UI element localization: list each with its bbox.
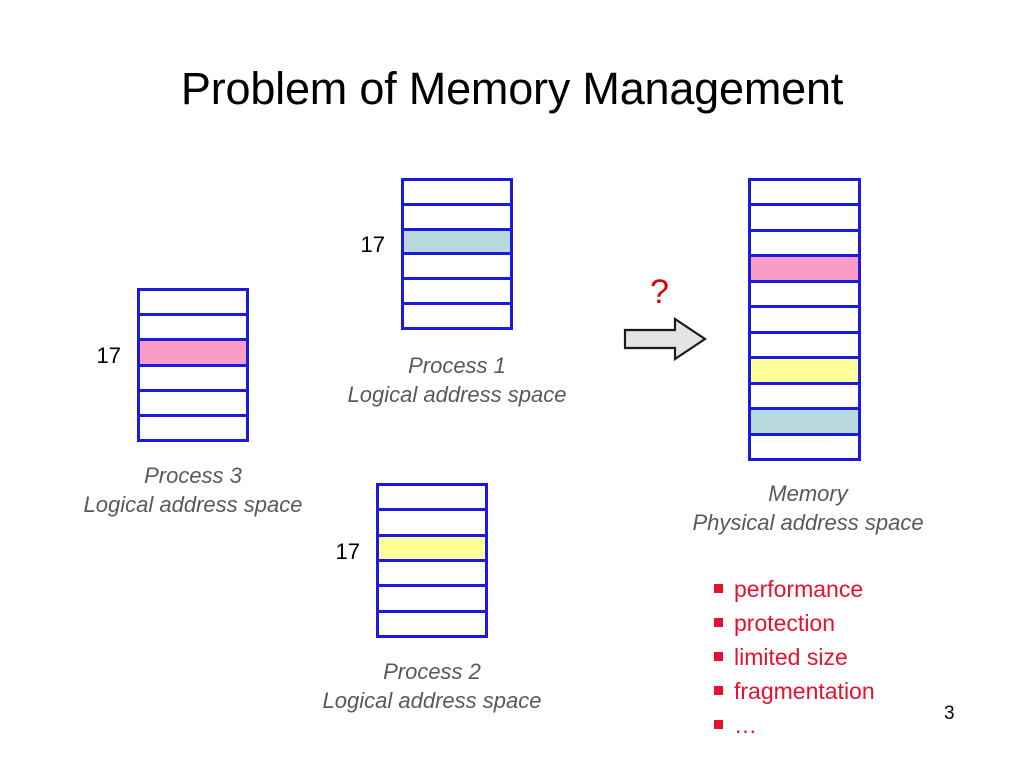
- list-item: fragmentation: [714, 674, 875, 708]
- square-bullet-icon: [714, 652, 723, 661]
- list-item: performance: [714, 572, 875, 606]
- caption-process-3-line1: Process 3: [144, 463, 242, 488]
- right-arrow-icon: [623, 316, 707, 366]
- memory-cell: [140, 391, 246, 417]
- memory-cell: [751, 231, 858, 258]
- caption-memory-line2: Physical address space: [692, 509, 924, 535]
- memory-cell: [404, 305, 510, 327]
- memory-cell: [404, 181, 510, 206]
- caption-memory: Memory Physical address space: [613, 480, 1003, 537]
- memory-block-physical: [748, 178, 861, 461]
- list-item-label: …: [734, 712, 757, 738]
- memory-cell: [404, 230, 510, 256]
- list-item: protection: [714, 606, 875, 640]
- list-item-label: protection: [734, 610, 836, 636]
- memory-cell: [379, 486, 485, 512]
- memory-cell: [751, 359, 858, 385]
- memory-block-process-3: [137, 288, 249, 442]
- memory-cell: [140, 366, 246, 392]
- row-label-process-1: 17: [360, 232, 385, 257]
- memory-cell: [140, 416, 246, 440]
- caption-process-1-line1: Process 1: [408, 353, 506, 378]
- memory-cell: [751, 282, 858, 309]
- memory-cell: [751, 257, 858, 283]
- list-item: …: [714, 708, 875, 742]
- square-bullet-icon: [714, 584, 723, 593]
- caption-process-1: Process 1 Logical address space: [257, 352, 657, 409]
- square-bullet-icon: [714, 720, 723, 729]
- memory-cell: [751, 181, 858, 207]
- page-title: Problem of Memory Management: [180, 63, 844, 114]
- memory-cell: [404, 205, 510, 231]
- memory-cell: [751, 435, 858, 458]
- caption-process-3: Process 3 Logical address space: [0, 462, 393, 519]
- memory-block-process-1: [401, 178, 513, 330]
- caption-process-2-line2: Logical address space: [322, 687, 542, 713]
- memory-cell: [140, 291, 246, 317]
- memory-cell: [379, 587, 485, 613]
- memory-cell: [751, 410, 858, 436]
- memory-cell: [751, 308, 858, 334]
- square-bullet-icon: [714, 686, 723, 695]
- caption-process-2-line1: Process 2: [383, 659, 481, 684]
- memory-cell: [140, 341, 246, 367]
- question-mark: ?: [650, 273, 669, 311]
- list-item-label: performance: [734, 576, 864, 602]
- memory-cell: [379, 612, 485, 635]
- memory-cell: [379, 536, 485, 562]
- list-item: limited size: [714, 640, 875, 674]
- memory-cell: [379, 561, 485, 588]
- memory-cell: [404, 280, 510, 306]
- caption-process-3-line2: Logical address space: [83, 491, 303, 517]
- memory-cell: [751, 206, 858, 232]
- page-number: 3: [944, 703, 955, 724]
- row-label-process-3: 17: [96, 343, 121, 368]
- issues-list: performance protection limited size fragmen…: [714, 572, 875, 742]
- row-label-process-2: 17: [335, 539, 360, 564]
- memory-cell: [140, 316, 246, 342]
- memory-cell: [751, 333, 858, 360]
- memory-cell: [404, 255, 510, 281]
- caption-process-2: Process 2 Logical address space: [232, 658, 632, 715]
- memory-block-process-2: [376, 483, 488, 638]
- list-item-label: fragmentation: [734, 678, 875, 704]
- square-bullet-icon: [714, 618, 723, 627]
- memory-cell: [751, 384, 858, 411]
- memory-cell: [379, 511, 485, 537]
- caption-process-1-line2: Logical address space: [347, 381, 567, 407]
- list-item-label: limited size: [734, 644, 848, 670]
- caption-memory-line1: Memory: [768, 481, 848, 506]
